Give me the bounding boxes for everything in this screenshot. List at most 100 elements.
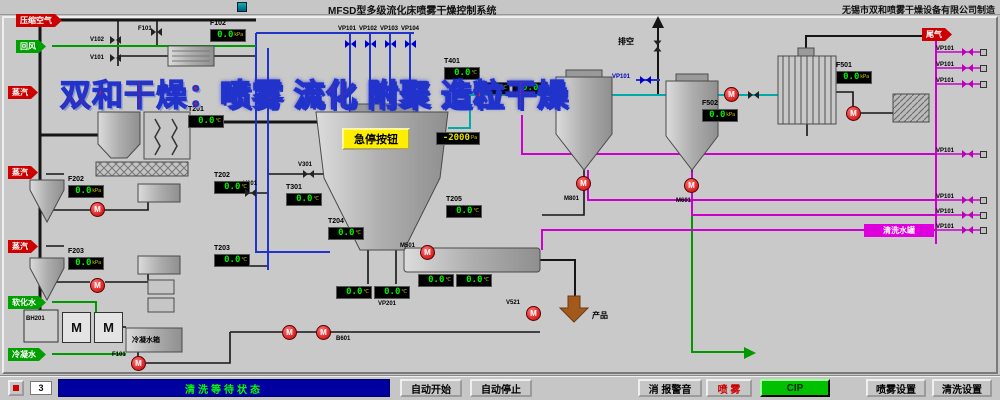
cip-button[interactable]: CIP: [760, 379, 830, 397]
pump-f101[interactable]: M: [131, 356, 146, 371]
display-t205: T205 0.0℃: [446, 196, 482, 218]
tag-condensate: 冷凝水: [8, 348, 46, 361]
hand-valve-icon[interactable]: [980, 197, 987, 204]
motor-box-2: M: [94, 312, 123, 343]
pump-m801[interactable]: M: [576, 176, 591, 191]
f101-top-label: F101: [138, 26, 152, 32]
valve-vp103-icon[interactable]: [385, 40, 396, 48]
valve-v301-icon[interactable]: [303, 170, 314, 178]
valve-v101-icon[interactable]: [110, 54, 121, 62]
cip-valve-label: VP101: [936, 209, 955, 215]
display-header-1: 0.0℃: [474, 82, 510, 95]
vp201-label: VP201: [378, 301, 397, 307]
tag-tail-gas: 尾气: [922, 28, 952, 41]
cip-valve-label: VP101: [936, 62, 955, 68]
vent-label: 排空: [618, 37, 634, 46]
display-bed-2: 0.0℃: [374, 286, 410, 299]
tag-steam-2: 蒸汽: [8, 166, 38, 179]
pump-bottom-1[interactable]: M: [282, 325, 297, 340]
display-t301: T301 0.0℃: [286, 184, 322, 206]
valve-v201-icon[interactable]: [245, 189, 256, 197]
page-title: MFSD型多级流化床喷雾干燥控制系统: [328, 6, 497, 17]
condensate-tank-label: 冷凝水箱: [132, 337, 160, 344]
hand-valve-icon[interactable]: [980, 151, 987, 158]
b601-label: B601: [336, 336, 351, 342]
motor-box-1: M: [62, 312, 91, 343]
pump-fan-2[interactable]: M: [90, 278, 105, 293]
f101-bottom-label: F101: [112, 352, 126, 358]
hand-valve-icon[interactable]: [980, 49, 987, 56]
cip-valve-icon[interactable]: [962, 48, 973, 56]
valve-vent-icon[interactable]: [654, 41, 662, 52]
vp103-label: VP103: [380, 26, 399, 32]
hand-valve-icon[interactable]: [980, 81, 987, 88]
cip-valve-icon[interactable]: [962, 150, 973, 158]
v101-label: V101: [90, 55, 105, 61]
cip-valve-icon[interactable]: [962, 196, 973, 204]
valve-v102-icon[interactable]: [110, 36, 121, 44]
status-bar: 清洗等待状态: [58, 379, 390, 397]
auto-stop-button[interactable]: 自动停止: [470, 379, 532, 397]
cip-valve-icon[interactable]: [962, 80, 973, 88]
auto-start-button[interactable]: 自动开始: [400, 379, 462, 397]
pump-v521[interactable]: M: [526, 306, 541, 321]
spray-button[interactable]: 喷 雾: [706, 379, 752, 397]
m501-label: M501: [400, 243, 416, 249]
valve-vp101-icon[interactable]: [345, 40, 356, 48]
cip-tank-tag: 清洗水罐: [864, 224, 934, 237]
control-bar: 3 清洗等待状态 自动开始 自动停止 消 报警音 喷 雾 CIP 喷雾设置 清洗…: [0, 376, 1000, 400]
v102-label: V102: [90, 37, 105, 43]
valve-vp104-icon[interactable]: [405, 40, 416, 48]
display-t204: T204 0.0℃: [328, 218, 364, 240]
hand-valve-icon[interactable]: [980, 227, 987, 234]
pump-m601[interactable]: M: [684, 178, 699, 193]
pump-fan-1[interactable]: M: [90, 202, 105, 217]
cip-valve-label: VP101: [936, 224, 955, 230]
valve-f502-icon[interactable]: [748, 91, 759, 99]
display-header-2: 0.0℃: [512, 82, 548, 95]
toolbar-icon[interactable]: [8, 380, 24, 396]
vp102-label: VP102: [359, 26, 378, 32]
pump-m501[interactable]: M: [420, 245, 435, 260]
display-bed-4: 0.0℃: [456, 274, 492, 287]
tag-steam-1: 蒸汽: [8, 86, 38, 99]
emergency-stop-button[interactable]: 急停按钮: [342, 128, 410, 150]
v201-label: V201: [243, 181, 258, 187]
pump-bottom-2[interactable]: M: [316, 325, 331, 340]
spray-settings-button[interactable]: 喷雾设置: [866, 379, 926, 397]
cip-valve-icon[interactable]: [962, 226, 973, 234]
product-label: 产品: [592, 311, 608, 320]
cip-valve-label: VP101: [936, 148, 955, 154]
vp104-label: VP104: [401, 26, 420, 32]
display-bed-1: 0.0℃: [336, 286, 372, 299]
mute-alarm-button[interactable]: 消 报警音: [638, 379, 702, 397]
cip-valve-label: VP101: [936, 46, 955, 52]
valve-vp101-vent-icon[interactable]: [640, 76, 651, 84]
display-t203: T203 0.0℃: [214, 245, 250, 267]
cip-valve-icon[interactable]: [962, 64, 973, 72]
tag-compressed-air: 压缩空气: [16, 14, 62, 27]
vp101-label: VP101: [338, 26, 357, 32]
display-t401: T401 0.0℃: [444, 58, 480, 80]
display-bed-3: 0.0℃: [418, 274, 454, 287]
m801-label: M801: [564, 196, 580, 202]
cip-valve-icon[interactable]: [962, 211, 973, 219]
window-icon: [237, 2, 247, 12]
hand-valve-icon[interactable]: [980, 65, 987, 72]
page-counter: 3: [30, 381, 52, 395]
pump-f502[interactable]: M: [724, 87, 739, 102]
cip-valve-label: VP101: [936, 78, 955, 84]
hand-valve-icon[interactable]: [980, 212, 987, 219]
title-bar: MFSD型多级流化床喷雾干燥控制系统 无锡市双和喷雾干燥设备有限公司制造: [0, 0, 1000, 17]
pump-f501[interactable]: M: [846, 106, 861, 121]
wash-settings-button[interactable]: 清洗设置: [932, 379, 992, 397]
valve-vp102-icon[interactable]: [365, 40, 376, 48]
valve-f101-icon[interactable]: [151, 28, 162, 36]
v301-label: V301: [298, 162, 313, 168]
